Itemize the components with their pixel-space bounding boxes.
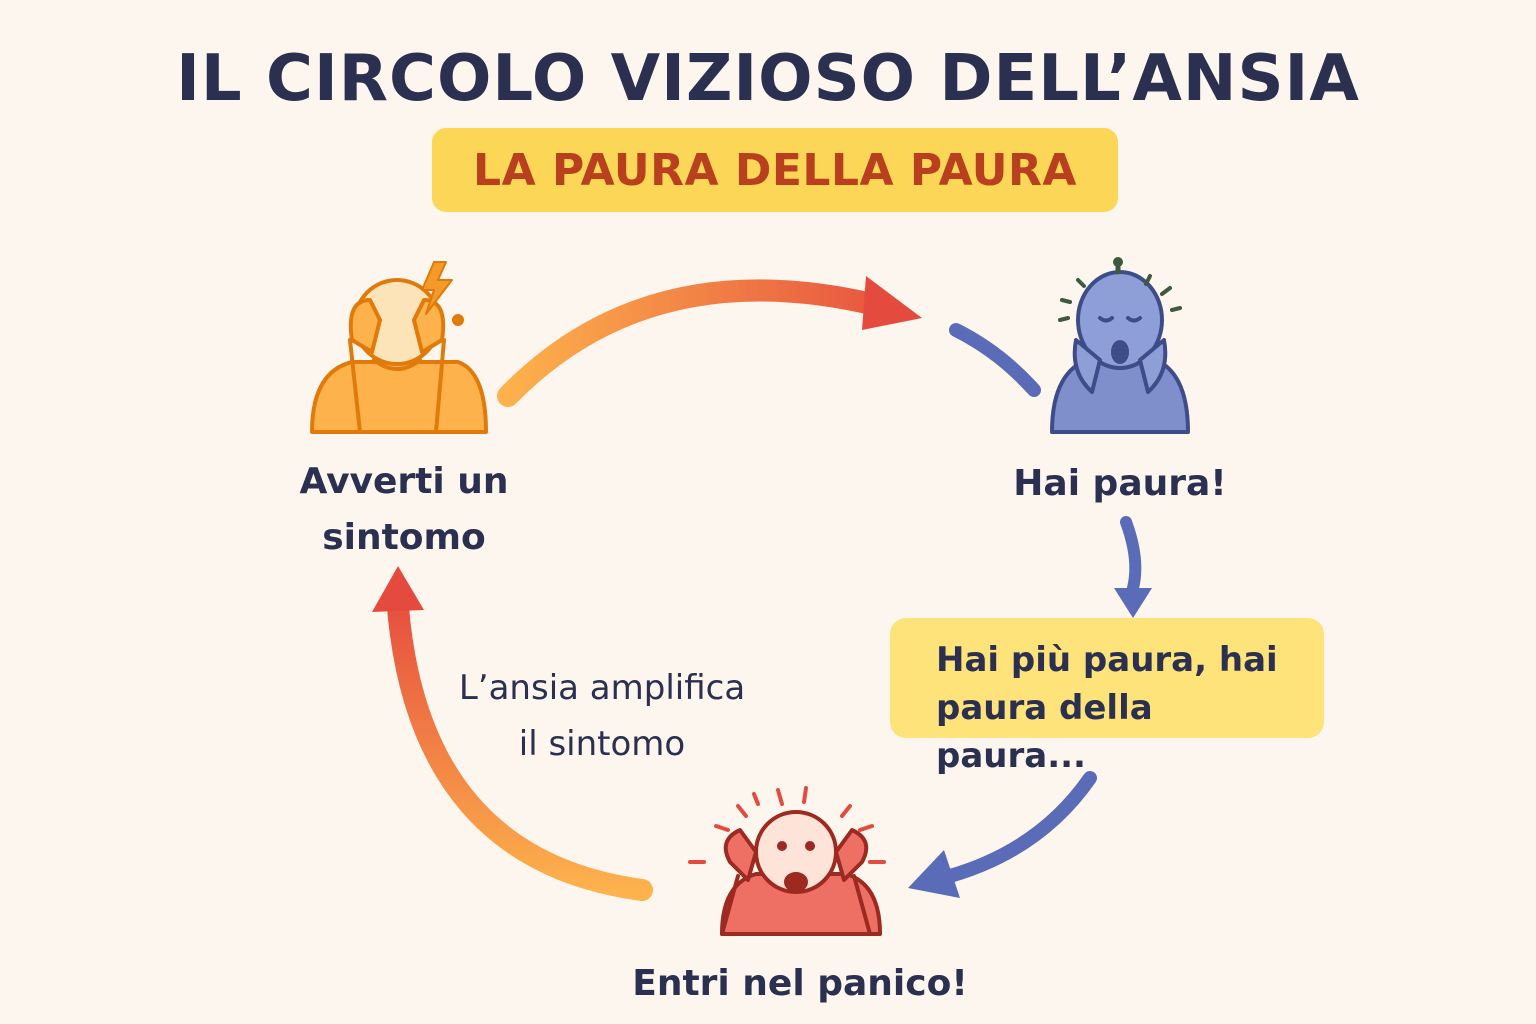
step-symptom-line2: sintomo	[322, 517, 486, 558]
person-panic-icon	[688, 786, 886, 936]
arrow-fear-arc	[949, 323, 1041, 397]
step-symptom-label: Avverti un sintomo	[262, 454, 546, 566]
subtitle-banner: LA PAURA DELLA PAURA	[432, 128, 1118, 212]
step-fear-label: Hai paura!	[1013, 463, 1227, 504]
arrow-panic-to-symptom	[372, 566, 653, 901]
page-title: IL CIRCOLO VIZIOSO DELL’ANSIA	[176, 42, 1360, 116]
person-headache-icon	[310, 261, 488, 434]
person-scared-icon	[1050, 257, 1190, 434]
arrow-symptom-to-fear	[497, 276, 922, 407]
subtitle: LA PAURA DELLA PAURA	[473, 144, 1077, 196]
amplify-line1: L’ansia amplifica	[458, 668, 746, 708]
step-more-fear-line1: Hai più paura, hai	[936, 640, 1278, 680]
step-panic-label: Entri nel panico!	[632, 963, 968, 1004]
step-more-fear-line2: paura della paura...	[936, 688, 1153, 776]
step-more-fear-box: Hai più paura, hai paura della paura...	[890, 618, 1324, 776]
amplify-line2: il sintomo	[518, 724, 686, 764]
arrow-fear-to-more-fear	[1114, 516, 1152, 618]
arrow-more-fear-to-panic	[908, 771, 1097, 898]
step-symptom-line1: Avverti un	[299, 461, 509, 502]
amplify-label: L’ansia amplifica il sintomo	[422, 660, 782, 772]
